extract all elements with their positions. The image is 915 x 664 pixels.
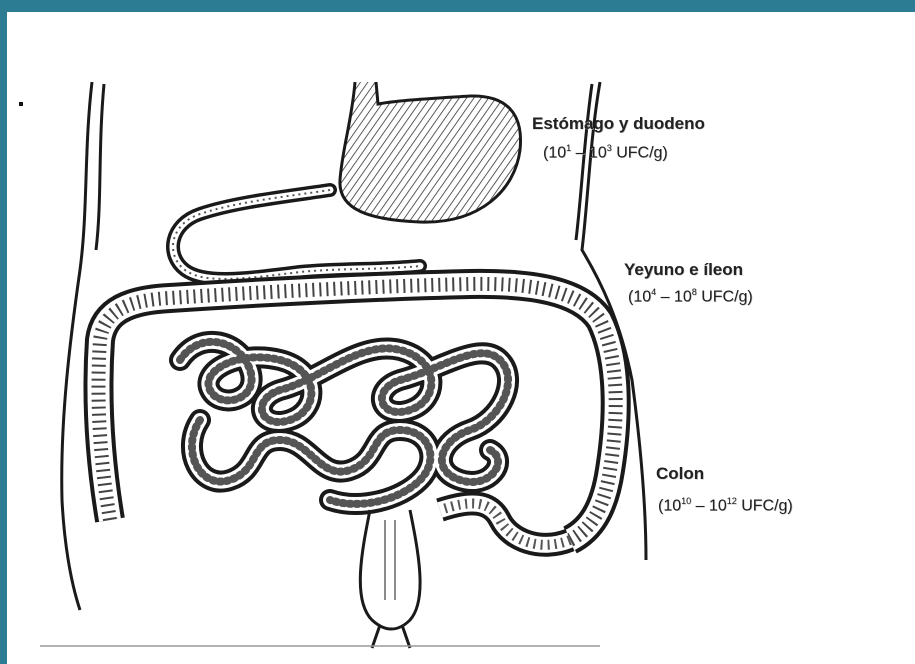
rectum <box>360 510 420 648</box>
colon-exp-high: 12 <box>727 496 737 506</box>
small-intestine-range-open: (10 <box>628 288 651 305</box>
colon-range-close: UFC/g) <box>737 497 793 514</box>
stomach-range-mid: – 10 <box>571 144 607 161</box>
stomach-range-close: UFC/g) <box>612 144 668 161</box>
small-intestine-label: Yeyuno e íleon <box>624 260 743 280</box>
colon-range-mid: – 10 <box>691 497 727 514</box>
colon-label: Colon <box>656 464 704 484</box>
colon-range-open: (10 <box>658 497 681 514</box>
stomach-label: Estómago y duodeno <box>532 114 705 134</box>
small-intestine-range: (104 – 108 UFC/g) <box>628 287 753 306</box>
colon-exp-low: 10 <box>681 496 691 506</box>
colon-range: (1010 – 1012 UFC/g) <box>658 496 793 515</box>
stomach-range-open: (10 <box>543 144 566 161</box>
small-intestine-range-close: UFC/g) <box>697 288 753 305</box>
small-intestine-range-mid: – 10 <box>656 288 692 305</box>
small-intestine <box>180 342 508 504</box>
stomach <box>173 82 521 279</box>
stomach-range: (101 – 103 UFC/g) <box>543 143 668 162</box>
